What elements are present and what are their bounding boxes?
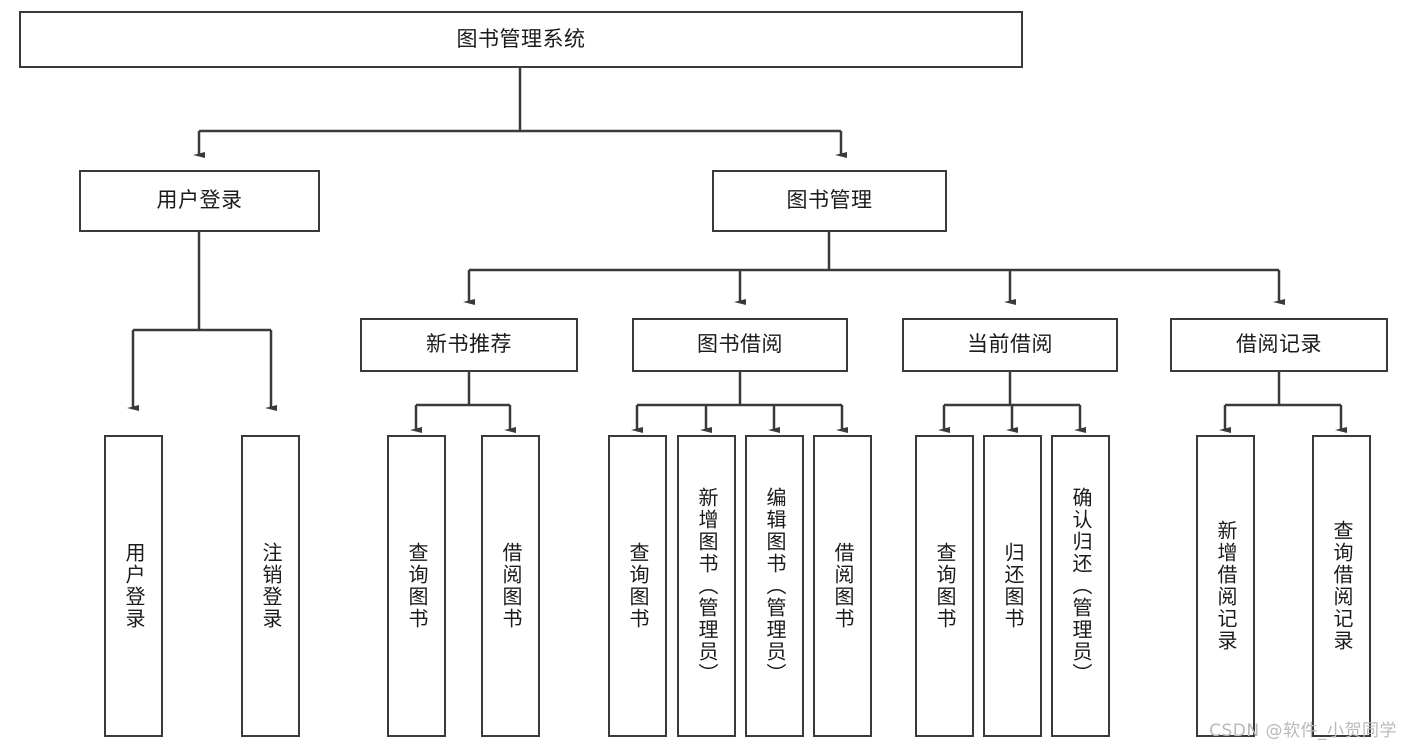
leaf-borrow-record-add[interactable]: 新增借阅记录: [1196, 435, 1255, 737]
leaf-label: 注销登录: [259, 542, 283, 630]
node-user-login-label: 用户登录: [156, 188, 243, 213]
leaf-label: 归还图书: [1001, 542, 1025, 630]
node-new-book-recommend-label: 新书推荐: [426, 332, 512, 357]
leaf-book-borrow-add[interactable]: 新增图书（管理员）: [677, 435, 736, 737]
leaf-user-login-login[interactable]: 用户登录: [104, 435, 163, 737]
node-root[interactable]: 图书管理系统: [19, 11, 1023, 68]
leaf-label: 借阅图书: [831, 542, 855, 630]
leaf-current-borrow-confirm[interactable]: 确认归还（管理员）: [1051, 435, 1110, 737]
node-new-book-recommend[interactable]: 新书推荐: [360, 318, 578, 372]
leaf-label: 新增图书（管理员）: [695, 487, 719, 685]
leaf-book-borrow-query[interactable]: 查询图书: [608, 435, 667, 737]
node-user-login[interactable]: 用户登录: [79, 170, 320, 232]
leaf-label: 查询图书: [933, 542, 957, 630]
node-current-borrow-label: 当前借阅: [967, 332, 1053, 357]
leaf-label: 新增借阅记录: [1214, 520, 1238, 652]
node-borrow-record[interactable]: 借阅记录: [1170, 318, 1388, 372]
leaf-label: 借阅图书: [499, 542, 523, 630]
leaf-borrow-record-query[interactable]: 查询借阅记录: [1312, 435, 1371, 737]
node-book-manage[interactable]: 图书管理: [712, 170, 947, 232]
leaf-book-borrow-borrow[interactable]: 借阅图书: [813, 435, 872, 737]
node-book-borrow-label: 图书借阅: [697, 332, 783, 357]
leaf-user-login-logout[interactable]: 注销登录: [241, 435, 300, 737]
node-book-borrow[interactable]: 图书借阅: [632, 318, 848, 372]
leaf-label: 查询借阅记录: [1330, 520, 1354, 652]
leaf-label: 用户登录: [122, 542, 146, 630]
leaf-label: 查询图书: [405, 542, 429, 630]
leaf-current-borrow-return[interactable]: 归还图书: [983, 435, 1042, 737]
leaf-label: 确认归还（管理员）: [1069, 487, 1093, 685]
leaf-label: 编辑图书（管理员）: [763, 487, 787, 685]
leaf-label: 查询图书: [626, 542, 650, 630]
node-borrow-record-label: 借阅记录: [1236, 332, 1322, 357]
watermark: CSDN @软件_小贺同学: [1209, 721, 1397, 741]
node-current-borrow[interactable]: 当前借阅: [902, 318, 1118, 372]
node-root-label: 图书管理系统: [456, 26, 586, 51]
leaf-new-book-borrow[interactable]: 借阅图书: [481, 435, 540, 737]
leaf-book-borrow-edit[interactable]: 编辑图书（管理员）: [745, 435, 804, 737]
leaf-current-borrow-query[interactable]: 查询图书: [915, 435, 974, 737]
node-book-manage-label: 图书管理: [786, 188, 873, 213]
leaf-new-book-query[interactable]: 查询图书: [387, 435, 446, 737]
